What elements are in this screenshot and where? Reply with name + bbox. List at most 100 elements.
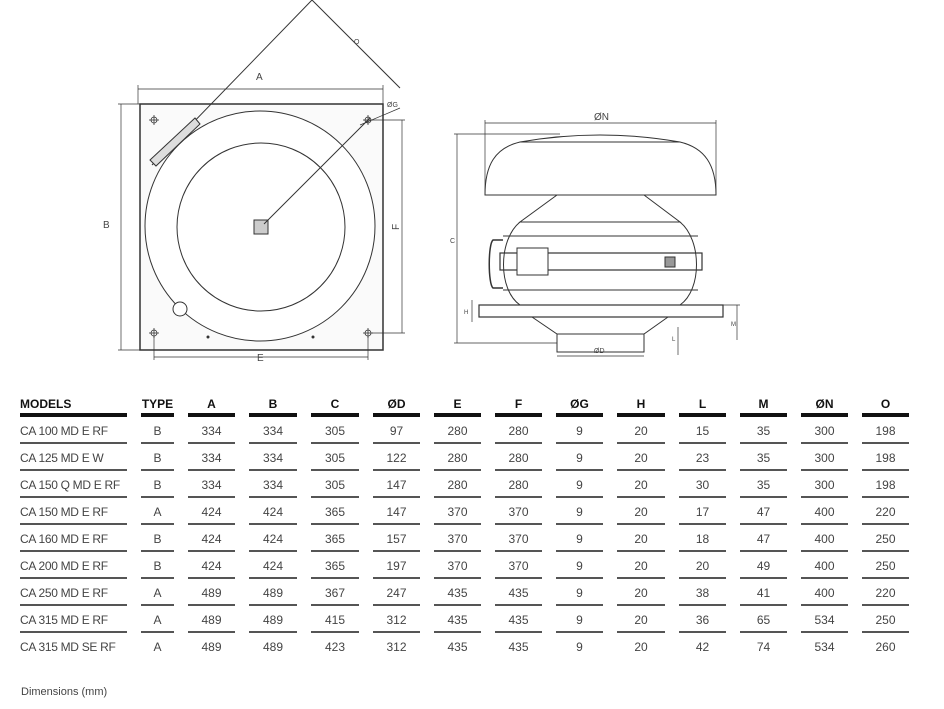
table-cell: 334 bbox=[249, 471, 297, 498]
table-cell: 260 bbox=[875, 640, 896, 654]
table-cell: 9 bbox=[556, 579, 603, 606]
column-header: E bbox=[434, 396, 481, 417]
table-cell: 424 bbox=[249, 525, 297, 552]
model-name-cell: CA 100 MD E RF bbox=[20, 417, 127, 444]
table-cell: 415 bbox=[311, 606, 359, 633]
dim-label-e: E bbox=[257, 353, 264, 364]
table-cell: 400 bbox=[801, 552, 848, 579]
table-cell: 312 bbox=[373, 606, 420, 633]
table-cell: A bbox=[141, 498, 174, 525]
model-name-cell: CA 315 MD E RF bbox=[20, 606, 127, 633]
table-cell: 20 bbox=[617, 471, 665, 498]
column-header: H bbox=[617, 396, 665, 417]
table-cell: 20 bbox=[634, 640, 648, 654]
dim-label-o: O bbox=[354, 39, 360, 46]
table-cell: 435 bbox=[434, 606, 481, 633]
model-name-cell: CA 200 MD E RF bbox=[20, 552, 127, 579]
model-name-cell: CA 150 MD E RF bbox=[20, 498, 127, 525]
table-cell: 9 bbox=[556, 552, 603, 579]
table-cell: 280 bbox=[434, 417, 481, 444]
table-cell: 400 bbox=[801, 525, 848, 552]
table-cell: 36 bbox=[679, 606, 726, 633]
table-cell: 370 bbox=[495, 525, 542, 552]
table-cell: 305 bbox=[311, 471, 359, 498]
table-cell: 367 bbox=[311, 579, 359, 606]
table-cell: 9 bbox=[556, 444, 603, 471]
table-cell: 334 bbox=[249, 444, 297, 471]
table-cell: 280 bbox=[495, 444, 542, 471]
model-name-cell: CA 125 MD E W bbox=[20, 444, 127, 471]
table-cell: 424 bbox=[188, 525, 235, 552]
dim-label-m: M bbox=[731, 322, 736, 328]
table-cell: B bbox=[141, 525, 174, 552]
model-name-cell: CA 160 MD E RF bbox=[20, 525, 127, 552]
table-cell: 370 bbox=[434, 498, 481, 525]
table-cell: 197 bbox=[373, 552, 420, 579]
table-cell: 300 bbox=[801, 471, 848, 498]
table-cell: 334 bbox=[188, 471, 235, 498]
dim-label-l: L bbox=[672, 337, 676, 343]
model-name-cell: CA 250 MD E RF bbox=[20, 579, 127, 606]
table-cell: 370 bbox=[495, 498, 542, 525]
column-header: A bbox=[188, 396, 235, 417]
table-cell: 23 bbox=[679, 444, 726, 471]
table-cell: B bbox=[141, 552, 174, 579]
column-header: ØN bbox=[801, 396, 848, 417]
table-cell: 65 bbox=[740, 606, 787, 633]
table-cell: 489 bbox=[188, 579, 235, 606]
column-header: B bbox=[249, 396, 297, 417]
table-cell: 47 bbox=[740, 498, 787, 525]
table-cell: 247 bbox=[373, 579, 420, 606]
table-cell: A bbox=[141, 606, 174, 633]
table-cell: 250 bbox=[862, 552, 909, 579]
table-cell: 534 bbox=[814, 640, 835, 654]
table-cell: 489 bbox=[188, 606, 235, 633]
table-cell: 435 bbox=[495, 606, 542, 633]
table-cell: 220 bbox=[862, 498, 909, 525]
table-cell: 305 bbox=[311, 417, 359, 444]
column-header: F bbox=[495, 396, 542, 417]
dim-label-n: ØN bbox=[594, 112, 609, 123]
table-cell: 41 bbox=[740, 579, 787, 606]
table-cell: B bbox=[141, 444, 174, 471]
table-cell: 157 bbox=[373, 525, 420, 552]
table-cell: 38 bbox=[679, 579, 726, 606]
table-cell: 300 bbox=[801, 417, 848, 444]
table-cell: 9 bbox=[556, 498, 603, 525]
table-cell: 400 bbox=[801, 579, 848, 606]
table-cell: 220 bbox=[862, 579, 909, 606]
table-cell: 35 bbox=[740, 444, 787, 471]
table-cell: 198 bbox=[862, 444, 909, 471]
table-cell: 424 bbox=[249, 552, 297, 579]
table-cell: 9 bbox=[556, 417, 603, 444]
table-cell: 49 bbox=[740, 552, 787, 579]
table-cell: 280 bbox=[434, 471, 481, 498]
table-cell: 534 bbox=[801, 606, 848, 633]
table-cell: 20 bbox=[617, 606, 665, 633]
column-header: TYPE bbox=[141, 396, 174, 417]
table-cell: 250 bbox=[862, 606, 909, 633]
column-header: ØG bbox=[556, 396, 603, 417]
table-cell: B bbox=[141, 417, 174, 444]
table-cell: 20 bbox=[679, 552, 726, 579]
table-cell: 20 bbox=[617, 417, 665, 444]
table-cell: 20 bbox=[617, 444, 665, 471]
table-cell: 305 bbox=[311, 444, 359, 471]
table-cell: 20 bbox=[617, 579, 665, 606]
column-header: O bbox=[862, 396, 909, 417]
table-cell: 35 bbox=[740, 471, 787, 498]
table-cell: 312 bbox=[386, 640, 407, 654]
table-cell: 365 bbox=[311, 498, 359, 525]
table-cell: A bbox=[153, 640, 162, 654]
table-cell: B bbox=[141, 471, 174, 498]
table-cell: A bbox=[141, 579, 174, 606]
dim-label-h: H bbox=[464, 310, 468, 316]
table-cell: 15 bbox=[679, 417, 726, 444]
top-view bbox=[118, 0, 405, 360]
table-cell: 35 bbox=[740, 417, 787, 444]
model-name-cell: CA 150 Q MD E RF bbox=[20, 471, 127, 498]
table-cell: 280 bbox=[495, 471, 542, 498]
table-cell: 489 bbox=[249, 579, 297, 606]
table-cell: 250 bbox=[862, 525, 909, 552]
